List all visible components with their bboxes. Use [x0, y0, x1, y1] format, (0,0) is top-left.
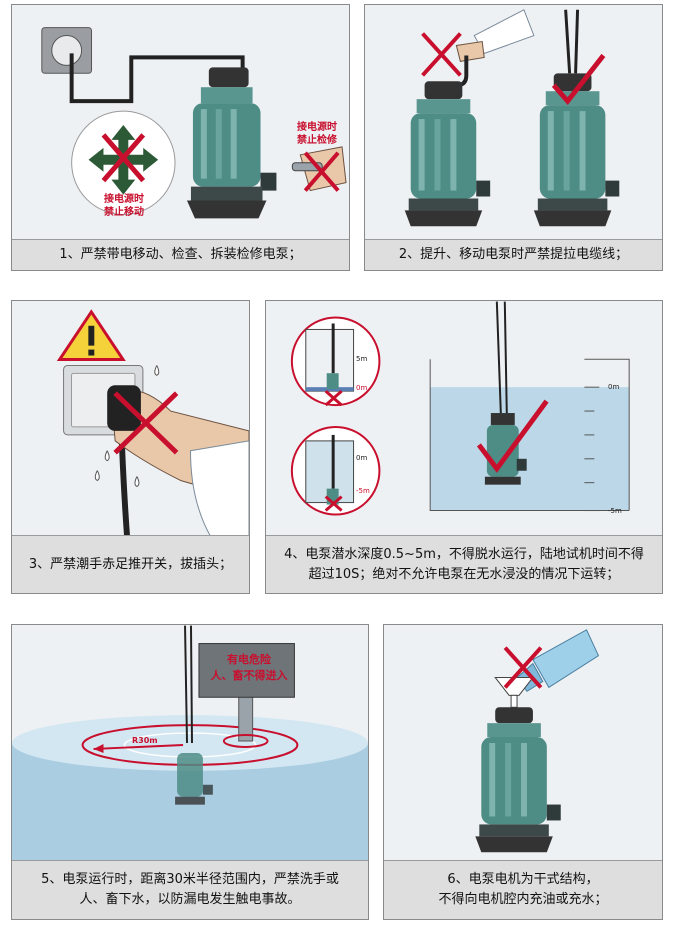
panel-6-illustration	[384, 625, 662, 862]
panel-6-caption-line-2: 不得向电机腔内充油或充水；	[438, 892, 608, 907]
panel-4-illustration: 5m 0m 0m -5m 0m -5m	[266, 301, 662, 537]
panel-1: 接电源时 禁止移动 接电源时 禁止检修 1、严禁带电移动、检查、拆装检修电泵；	[11, 4, 350, 271]
no-pulling-cable-illustration	[404, 9, 620, 227]
panel-5-caption-line-1: 5、电泵运行时，距离30米半径范围内，严禁洗手或	[41, 872, 339, 887]
move-warning-line-1: 接电源时	[104, 194, 144, 205]
inset-bottom-top-tick: 0m	[356, 454, 368, 462]
no-wet-hands-illustration	[56, 309, 249, 537]
panel-3: 3、严禁潮手赤足推开关，拔插头；	[11, 300, 250, 594]
panel-5-caption: 5、电泵运行时，距离30米半径范围内，严禁洗手或 人、畜下水，以防漏电发生触电事…	[12, 860, 368, 919]
panel-2-illustration	[365, 5, 662, 241]
panel-6-caption-line-1: 6、电泵电机为干式结构，	[447, 872, 599, 887]
panel-3-caption: 3、严禁潮手赤足推开关，拔插头；	[12, 535, 249, 593]
danger-sign: 有电危险 人、畜不得进入	[202, 652, 296, 684]
panel-4: 5m 0m 0m -5m 0m -5m 4、电泵潜水深度0.5~5m，不得脱水运…	[265, 300, 663, 594]
repair-warning-line-2: 禁止检修	[297, 135, 337, 146]
pump-left-icon	[404, 81, 491, 227]
no-oil-water-filling-illustration	[475, 629, 600, 853]
panel-5-illustration: 有电危险 人、畜不得进入 R30m	[12, 625, 368, 862]
panel-3-caption-text: 3、严禁潮手赤足推开关，拔插头；	[28, 556, 233, 572]
inset-bottom-bottom-tick: -5m	[356, 487, 370, 495]
repair-warning-label: 接电源时 禁止检修	[282, 121, 352, 147]
inset-top-top-tick: 5m	[356, 355, 368, 363]
panel-3-illustration	[12, 301, 249, 537]
danger-sign-line-1: 有电危险	[227, 653, 271, 666]
panel-1-caption: 1、严禁带电移动、检查、拆装检修电泵；	[12, 239, 349, 270]
warning-triangle-icon	[56, 309, 126, 361]
repair-warning-line-1: 接电源时	[297, 122, 337, 133]
pump-icon	[475, 707, 561, 853]
panel-4-caption-line-2: 超过10S；绝对不允许电泵在无水浸没的情况下运转；	[308, 566, 620, 582]
scale-bottom-tick: -5m	[608, 507, 622, 515]
panel-5: 有电危险 人、畜不得进入 R30m 5、电泵运行时，距离30米半径范围内，严禁洗…	[11, 624, 369, 920]
panel-1-illustration: 接电源时 禁止移动 接电源时 禁止检修	[12, 5, 349, 241]
no-moving-repairing-illustration	[41, 27, 347, 219]
inset-top-bottom-tick: 0m	[356, 384, 368, 392]
panel-6-caption: 6、电泵电机为干式结构， 不得向电机腔内充油或充水；	[384, 860, 662, 919]
panel-2-caption: 2、提升、移动电泵时严禁提拉电缆线；	[365, 239, 662, 270]
panel-6: 6、电泵电机为干式结构， 不得向电机腔内充油或充水；	[383, 624, 663, 920]
panel-4-caption-line-1: 4、电泵潜水深度0.5~5m，不得脱水运行，陆地试机时间不得	[284, 546, 644, 562]
panel-4-caption: 4、电泵潜水深度0.5~5m，不得脱水运行，陆地试机时间不得 超过10S；绝对不…	[266, 535, 662, 593]
panel-5-caption-line-2: 人、畜下水，以防漏电发生触电事故。	[79, 892, 301, 907]
panel-1-caption-text: 1、严禁带电移动、检查、拆装检修电泵；	[59, 247, 302, 262]
scale-top-tick: 0m	[608, 383, 620, 391]
panel-2-caption-text: 2、提升、移动电泵时严禁提拉电缆线；	[398, 247, 629, 262]
pump-right-icon	[533, 73, 620, 227]
move-warning-label: 接电源时 禁止移动	[82, 193, 166, 219]
submersion-depth-illustration	[290, 301, 630, 516]
move-warning-line-2: 禁止移动	[104, 207, 144, 218]
panel-2: 2、提升、移动电泵时严禁提拉电缆线；	[364, 4, 663, 271]
pump-icon	[186, 67, 277, 219]
no-entry-radius-illustration	[12, 625, 368, 862]
danger-sign-line-2: 人、畜不得进入	[210, 669, 288, 682]
radius-label: R30m	[132, 736, 158, 745]
